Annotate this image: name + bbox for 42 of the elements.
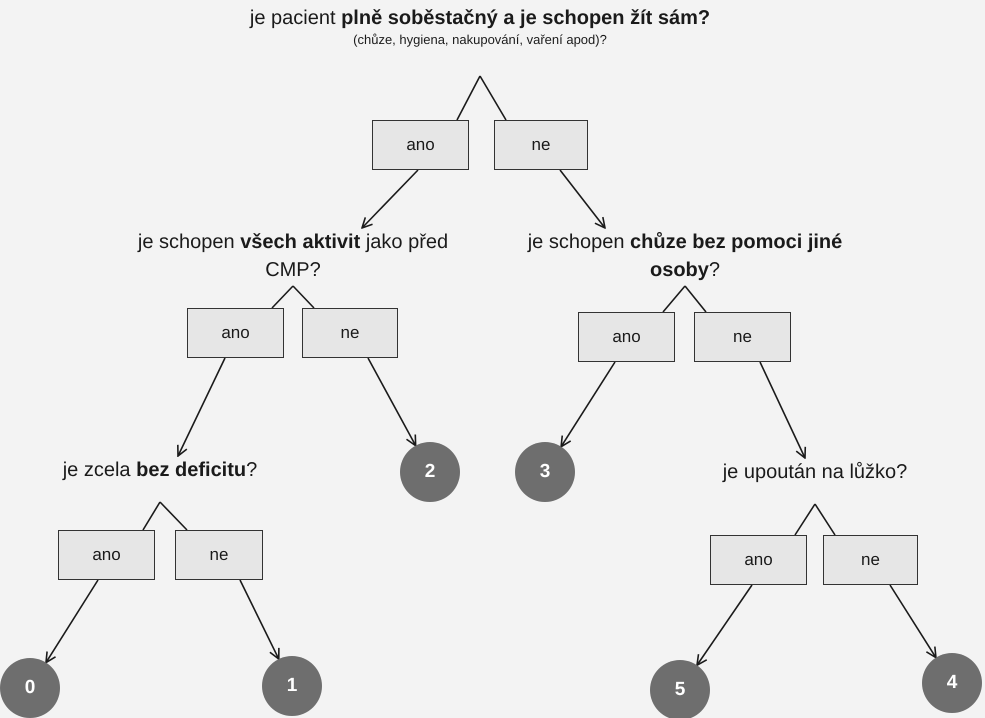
branch-line (292, 285, 315, 309)
arrow (889, 584, 937, 658)
arrow (239, 580, 280, 660)
branch-line (159, 501, 188, 531)
result-circle: 1 (262, 656, 322, 716)
branch-line (479, 76, 507, 120)
question-text: je zcela bez deficitu? (62, 458, 258, 483)
answer-box: ne (494, 120, 588, 170)
branch-line (662, 285, 686, 313)
branch-line (456, 76, 481, 120)
arrow (559, 170, 606, 229)
answer-box: ano (58, 530, 155, 580)
answer-box: ano (187, 308, 284, 358)
result-circle: 4 (922, 653, 982, 713)
arrow (361, 169, 419, 229)
branch-line (814, 504, 836, 536)
question-text: je upoután na lůžko? (722, 460, 908, 485)
answer-box: ano (372, 120, 469, 170)
arrow (367, 358, 416, 446)
answer-box: ne (302, 308, 398, 358)
arrow (177, 358, 226, 457)
answer-box: ne (175, 530, 263, 580)
branch-line (271, 285, 294, 309)
arrow (45, 580, 99, 664)
note-text: (chůze, hygiena, nakupování, vaření apod)? (353, 32, 607, 48)
branch-line (794, 504, 816, 536)
question-text: je schopen všech aktivit jako před CMP? (136, 230, 450, 283)
answer-box: ne (694, 312, 791, 362)
result-circle: 3 (515, 442, 575, 502)
question-text: je schopen chůze bez pomoci jiné osoby? (526, 230, 844, 283)
answer-box: ne (823, 535, 918, 585)
result-circle: 0 (0, 658, 60, 718)
question-text: je pacient plně soběstačný a je schopen žít sám? (250, 6, 710, 31)
answer-box: ano (710, 535, 807, 585)
arrow (696, 584, 753, 666)
arrow (560, 362, 616, 448)
answer-box: ano (578, 312, 675, 362)
arrow (759, 362, 806, 459)
branch-line (142, 502, 161, 530)
result-circle: 5 (650, 660, 710, 718)
result-circle: 2 (400, 442, 460, 502)
branch-line (684, 286, 707, 312)
